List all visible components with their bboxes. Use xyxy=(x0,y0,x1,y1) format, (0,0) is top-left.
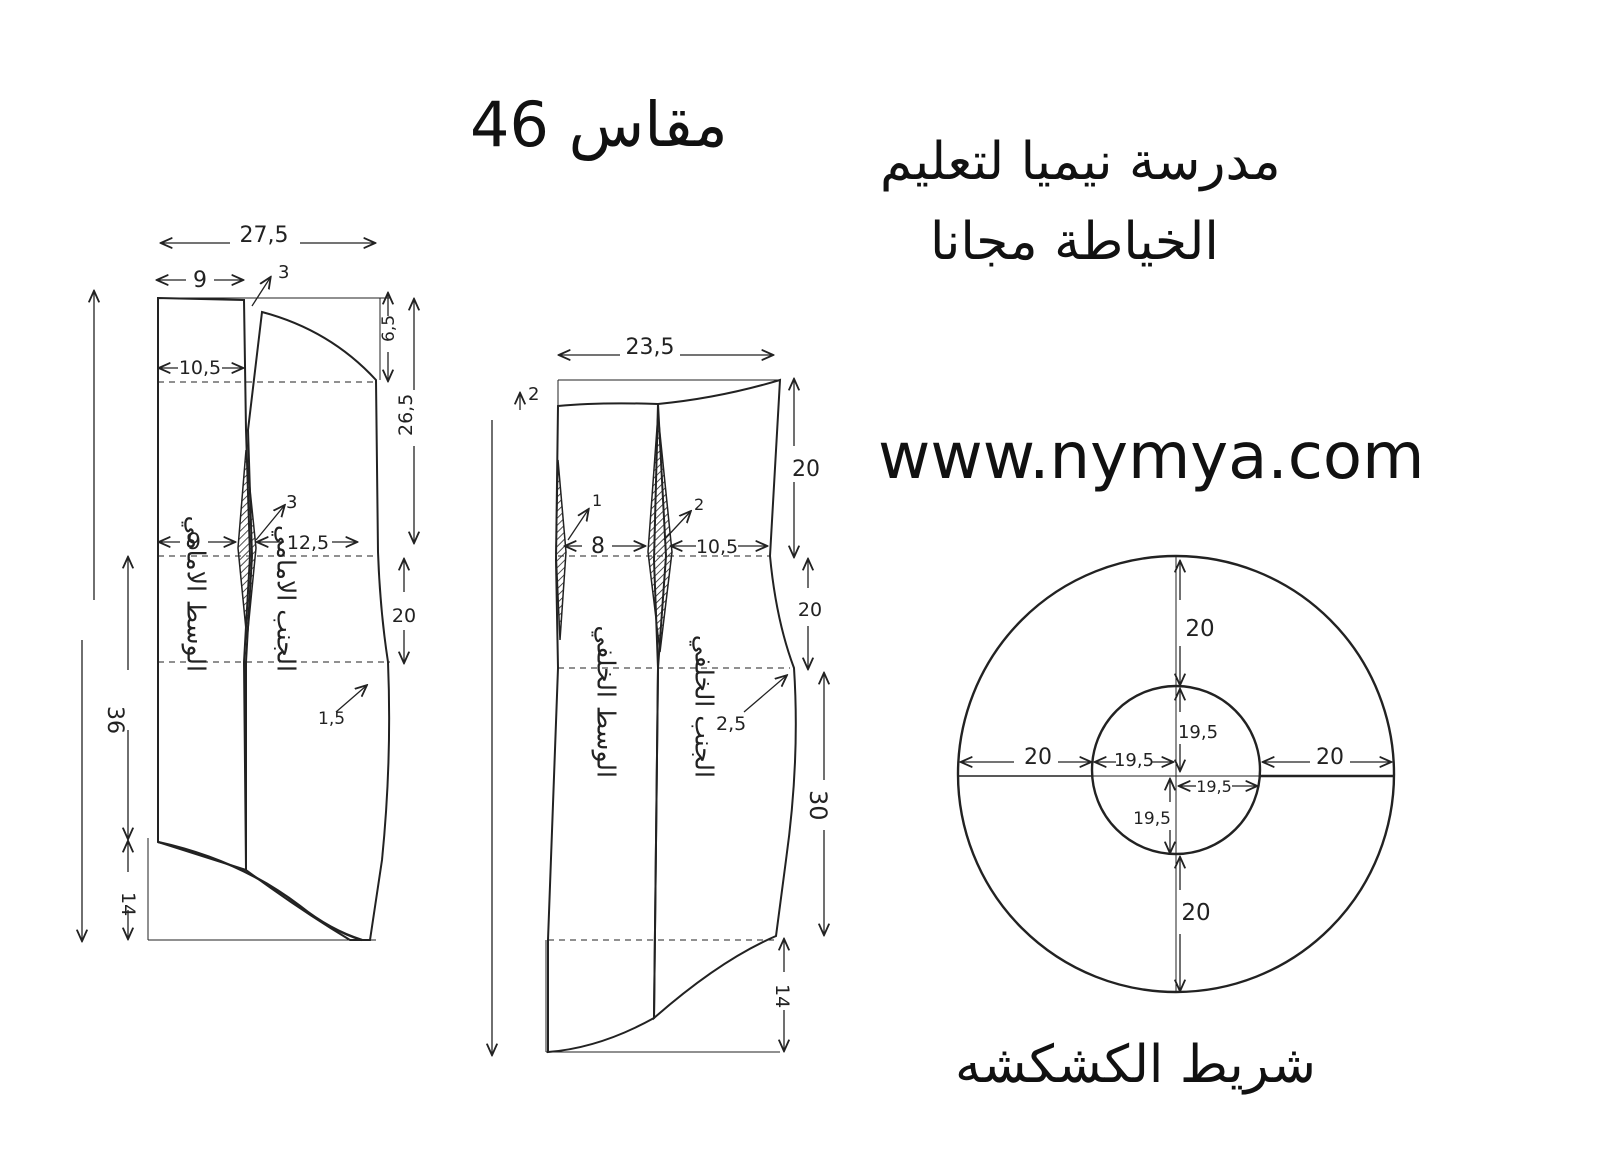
back-dart-side xyxy=(647,413,673,653)
ruffle-top-outer: 20 xyxy=(1185,616,1214,642)
ruffle-labels: 20 19,5 20 19,5 19,5 20 19,5 20 xyxy=(1024,616,1344,926)
back-dart2: 2 xyxy=(694,495,704,514)
front-left-height: 36 xyxy=(102,706,127,734)
ruffle-inner-bottom: 19,5 xyxy=(1133,809,1171,829)
back-right-lower: 30 xyxy=(804,790,832,821)
front-left-bottom: 14 xyxy=(117,892,139,916)
front-labels: 27,5 9 3 10,5 9 3 12,5 6,5 26,5 20 1,5 3… xyxy=(102,223,417,916)
ruffle-strip-diagram xyxy=(956,554,1396,994)
front-side-top: 6,5 xyxy=(379,315,399,342)
school-name-line2: الخياطة مجانا xyxy=(930,212,1219,272)
back-labels: 23,5 2 20 1 2 8 10,5 20 2,5 30 14 الوسط … xyxy=(528,335,832,1008)
front-pattern-piece xyxy=(147,296,391,942)
school-name-line1: مدرسة نيميا لتعليم xyxy=(880,132,1281,192)
back-pattern-piece xyxy=(545,378,797,1054)
front-dart-top-arrow xyxy=(251,278,270,307)
front-dart-top: 3 xyxy=(278,262,289,283)
back-width-total: 23,5 xyxy=(626,335,675,360)
back-right-upper: 20 xyxy=(792,457,820,482)
back-dart-center xyxy=(555,459,567,641)
ruffle-strip-title: شريط الكشكشه xyxy=(955,1035,1317,1095)
back-center-label: الوسط الخلفي xyxy=(592,625,621,778)
ruffle-right-outer: 20 xyxy=(1316,745,1344,770)
back-curve-arrow xyxy=(743,676,786,713)
front-side-upper: 26,5 xyxy=(395,394,417,436)
front-dart xyxy=(237,449,257,641)
back-right-bottom: 14 xyxy=(771,984,793,1008)
front-side-panel xyxy=(245,310,391,941)
front-width-mid: 10,5 xyxy=(179,357,221,379)
front-width-top-center: 9 xyxy=(193,268,207,293)
front-hem xyxy=(157,840,363,942)
ruffle-inner-left: 19,5 xyxy=(1114,750,1154,771)
ruffle-inner-top: 19,5 xyxy=(1178,722,1218,743)
back-dart1-arrow xyxy=(567,510,588,541)
front-width-waist-side: 12,5 xyxy=(287,532,329,554)
back-side-panel xyxy=(652,378,797,1021)
ruffle-bottom-outer: 20 xyxy=(1181,900,1210,926)
front-hip-curve: 1,5 xyxy=(318,709,345,729)
front-width-total: 27,5 xyxy=(240,223,289,248)
back-dart2-arrow xyxy=(663,512,690,541)
back-right-mid: 20 xyxy=(798,599,822,621)
back-dart1: 1 xyxy=(592,491,602,510)
ruffle-left-outer: 20 xyxy=(1024,745,1052,770)
front-side-label: الجنب الامامي xyxy=(272,525,301,672)
front-width-waist-center: 9 xyxy=(187,530,201,555)
back-side-label: الجنب الخلفي xyxy=(690,635,719,778)
front-side-mid: 20 xyxy=(392,605,416,627)
back-width-side: 10,5 xyxy=(696,536,738,558)
ruffle-dimensions xyxy=(962,562,1390,990)
front-dimensions xyxy=(82,243,414,940)
front-dart-waist: 3 xyxy=(286,492,297,513)
front-center-label: الوسط الامامي xyxy=(182,515,211,672)
front-dart-waist-arrow xyxy=(255,506,284,541)
back-curve: 2,5 xyxy=(716,713,746,735)
back-top-left: 2 xyxy=(528,384,539,405)
back-width-center: 8 xyxy=(591,534,605,559)
back-dimensions xyxy=(492,355,824,1054)
website-url: www.nymya.com xyxy=(878,420,1425,494)
front-hip-curve-arrow xyxy=(335,686,366,713)
ruffle-inner-right: 19,5 xyxy=(1196,777,1232,796)
size-title: مقاس 46 xyxy=(470,88,728,161)
